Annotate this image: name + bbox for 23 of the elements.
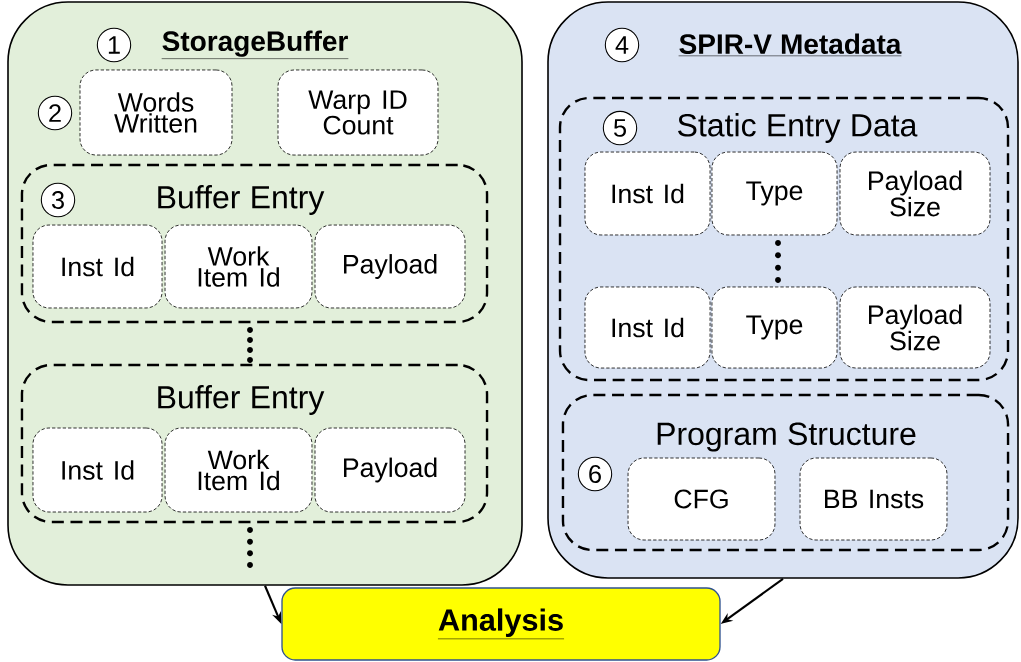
field-box: BB Insts: [799, 457, 948, 541]
callout-number: 3: [40, 182, 76, 218]
callout-number: 4: [604, 27, 640, 63]
field-box: Work Item Id: [164, 427, 313, 513]
field-box: Inst Id: [32, 224, 163, 309]
field-box: Inst Id: [32, 427, 163, 513]
field-box: Inst Id: [584, 151, 711, 236]
callout-number: 5: [602, 110, 638, 146]
field-box: Warp ID Count: [277, 69, 439, 156]
field-box: Payload Size: [839, 151, 991, 236]
callout-number: 2: [37, 95, 73, 131]
field-box: Payload Size: [839, 286, 991, 369]
field-box: Type: [711, 286, 838, 369]
result-box: Analysis: [281, 587, 721, 661]
callout-number: 1: [96, 27, 132, 63]
field-box: Type: [711, 151, 838, 236]
field-box: CFG: [627, 457, 776, 541]
field-box: Inst Id: [584, 286, 711, 369]
callout-number: 6: [577, 456, 613, 492]
field-box: Words Written: [79, 69, 233, 156]
field-box: Payload: [314, 224, 466, 309]
field-box: Payload: [314, 427, 466, 513]
field-box: Work Item Id: [164, 224, 313, 309]
